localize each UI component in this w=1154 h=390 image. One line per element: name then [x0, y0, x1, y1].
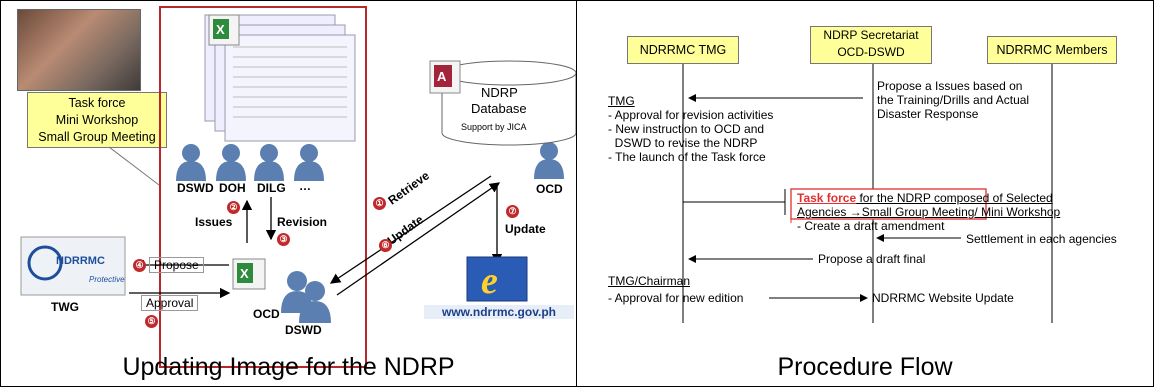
- website-update-text: NDRRMC Website Update: [872, 291, 1014, 305]
- logo-subtext: Protective: [89, 275, 125, 284]
- settlement-text: Settlement in each agencies: [966, 232, 1117, 246]
- website-url[interactable]: www.ndrrmc.gov.ph: [424, 305, 574, 319]
- propose-label: Propose: [149, 257, 204, 273]
- propose-issues-text: Propose a Issues based on the Training/D…: [877, 79, 1029, 121]
- chairman-heading: TMG/Chairman: [608, 274, 691, 288]
- propose-final-text: Propose a draft final: [818, 252, 926, 266]
- twg-label: TWG: [51, 300, 79, 314]
- database-line2: Database: [471, 101, 527, 116]
- ocd-label-bottom: OCD: [253, 307, 280, 321]
- tmg-item-1: - Approval for revision activities: [608, 108, 774, 122]
- ndrrmc-logo: [20, 236, 126, 296]
- step-1-badge: ①: [373, 197, 386, 210]
- revision-label: Revision: [277, 215, 328, 229]
- lane-secretariat-line1: NDRP Secretariat: [823, 28, 919, 42]
- step-7-badge: ⑦: [506, 205, 519, 218]
- step-3-badge: ③: [277, 233, 290, 246]
- svg-text:X: X: [216, 22, 225, 37]
- approval-label: Approval: [141, 295, 199, 311]
- updating-image-panel: Task force Mini Workshop Small Group Mee…: [0, 0, 577, 387]
- agency-dilg: DILG: [257, 181, 286, 195]
- task-force-line1: Task force: [68, 96, 126, 110]
- database-line3: Support by JICA: [461, 122, 527, 132]
- task-force-box-text: Task force for the NDRP composed of Sele…: [797, 191, 1060, 233]
- update-label: Update: [505, 222, 546, 236]
- right-caption: Procedure Flow: [777, 353, 953, 381]
- lane-ndrp-secretariat: NDRP Secretariat OCD-DSWD: [810, 26, 932, 64]
- step-4-badge: ④: [133, 259, 146, 272]
- excel-icon-bottom: X: [232, 258, 266, 290]
- procedure-flow-panel: NDRRMC TMG NDRP Secretariat OCD-DSWD NDR…: [576, 0, 1154, 387]
- database-line1: NDRP: [481, 85, 518, 100]
- agency-person-icons: [176, 142, 564, 323]
- propose-issues-line3: Disaster Response: [877, 107, 979, 121]
- logo-text: NDRRMC: [56, 255, 105, 267]
- task-force-title: Task force: [797, 191, 857, 205]
- document-stack: [204, 14, 356, 142]
- left-diagram-graphics: X X: [20, 14, 577, 323]
- lane-ndrrmc-tmg-label: NDRRMC TMG: [639, 43, 727, 57]
- right-diagram-graphics: [682, 63, 1053, 323]
- step-6-badge: ⑥: [379, 239, 392, 252]
- agency-more: …: [299, 179, 311, 193]
- task-force-line2: Agencies →Small Group Meeting/ Mini Work…: [797, 205, 1061, 219]
- task-force-line3: Small Group Meeting: [38, 130, 156, 144]
- meeting-photo: [17, 9, 141, 91]
- internet-explorer-icon: e: [466, 256, 528, 302]
- dswd-label-bottom: DSWD: [285, 323, 322, 337]
- task-force-line2: Mini Workshop: [55, 113, 139, 127]
- lane-ndrrmc-members-label: NDRRMC Members: [996, 43, 1108, 57]
- access-icon: A: [429, 60, 461, 94]
- ocd-label-db: OCD: [536, 182, 563, 196]
- approval-new-edition: - Approval for new edition: [608, 291, 744, 305]
- propose-issues-line2: the Training/Drills and Actual: [877, 93, 1030, 107]
- tmg-section: TMG - Approval for revision activities -…: [608, 94, 773, 164]
- task-force-line3: - Create a draft amendment: [797, 219, 945, 233]
- step-5-badge: ⑤: [145, 315, 158, 328]
- lane-secretariat-line2: OCD-DSWD: [837, 45, 905, 59]
- issues-label: Issues: [195, 215, 233, 229]
- step-2-badge: ②: [227, 201, 240, 214]
- svg-text:e: e: [481, 260, 498, 302]
- excel-icon: X: [208, 14, 240, 46]
- agency-doh: DOH: [219, 181, 246, 195]
- tmg-item-2: - New instruction to OCD and: [608, 122, 765, 136]
- tmg-heading: TMG: [608, 94, 635, 108]
- lane-ndrrmc-tmg: NDRRMC TMG: [627, 36, 739, 64]
- tmg-item-3: DSWD to revise the NDRP: [608, 136, 758, 150]
- task-force-box: Task force Mini Workshop Small Group Mee…: [27, 92, 167, 148]
- task-force-rest: for the NDRP composed of Selected: [856, 191, 1053, 205]
- svg-text:A: A: [437, 69, 447, 84]
- lane-ndrrmc-members: NDRRMC Members: [987, 36, 1117, 64]
- workshop-frame: [159, 6, 367, 368]
- left-caption: Updating Image for the NDRP: [122, 353, 455, 381]
- propose-issues-line1: Propose a Issues based on: [877, 79, 1023, 93]
- agency-dswd: DSWD: [177, 181, 214, 195]
- svg-text:X: X: [240, 266, 249, 281]
- tmg-item-4: - The launch of the Task force: [608, 150, 766, 164]
